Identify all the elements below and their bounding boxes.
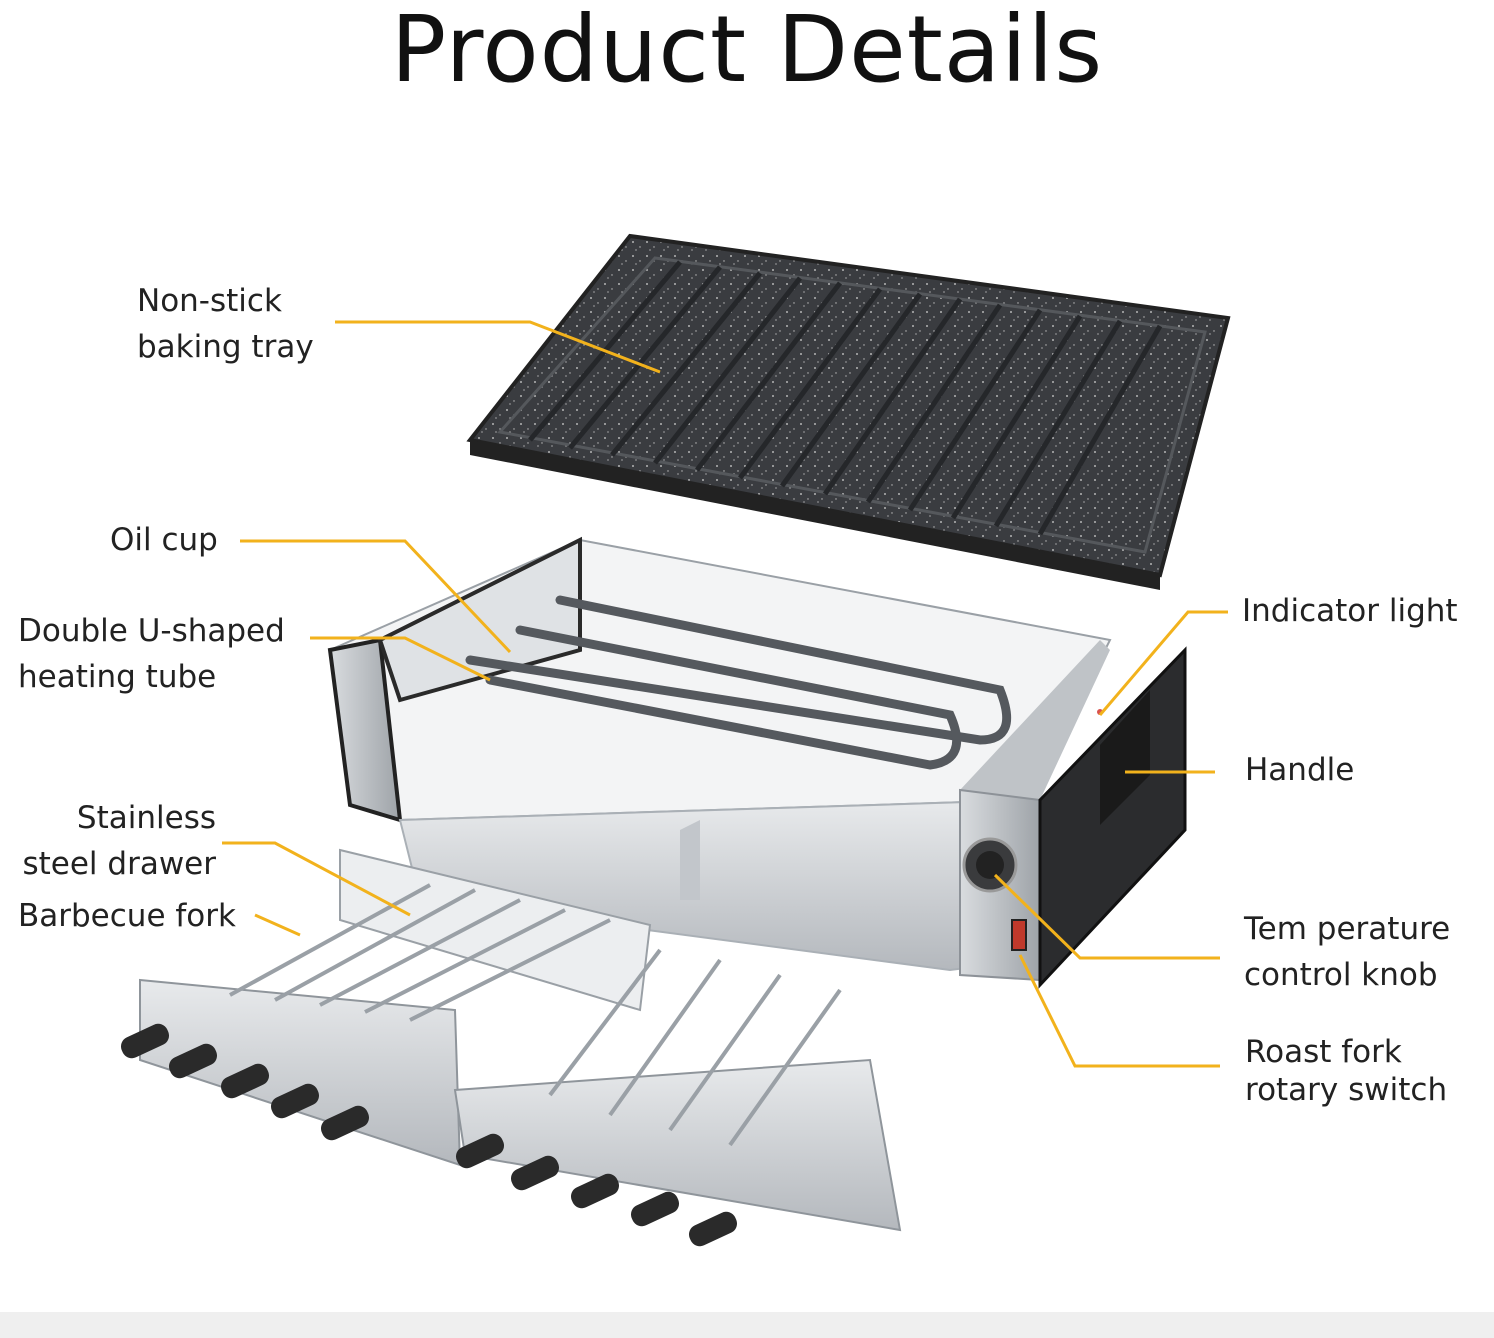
indicator-label: Indicator light	[1242, 588, 1458, 634]
drawer-label-line1: Stainless	[76, 800, 216, 836]
oil-cup-label: Oil cup	[110, 517, 218, 563]
baking-tray	[466, 233, 1231, 590]
fork-label-text: Barbecue fork	[18, 898, 236, 934]
tube-leader	[310, 636, 491, 682]
drawer-label: Stainless steel drawer	[16, 795, 216, 887]
tray-label-line1: Non-stick	[137, 283, 282, 319]
drawer-label-line2: steel drawer	[22, 846, 216, 882]
handle-label: Handle	[1245, 747, 1354, 793]
tube-label-line1: Double U-shaped	[18, 613, 285, 649]
knob-label: Tem perature control knob	[1244, 906, 1450, 998]
tray-label: Non-stick baking tray	[137, 278, 314, 370]
indicator-leader	[1098, 610, 1228, 716]
fork-label: Barbecue fork	[18, 893, 236, 939]
tray-leader	[335, 320, 661, 374]
switch-label: Roast fork rotary switch	[1245, 1033, 1447, 1109]
tube-label: Double U-shaped heating tube	[18, 608, 285, 700]
switch-label-line1: Roast fork	[1245, 1034, 1402, 1070]
oil-cup-label-text: Oil cup	[110, 522, 218, 558]
bottom-strip	[0, 1312, 1494, 1338]
switch-label-line2: rotary switch	[1245, 1072, 1448, 1108]
handle-label-text: Handle	[1245, 752, 1355, 788]
grill-body	[327, 536, 1187, 989]
knob-label-line2: control knob	[1244, 957, 1438, 993]
tray-label-line2: baking tray	[137, 329, 314, 365]
callout-lines	[222, 320, 1228, 1068]
knob-leader	[993, 873, 1220, 960]
knob-label-line1: Tem perature	[1244, 911, 1451, 947]
tube-label-line2: heating tube	[18, 659, 217, 695]
barbecue-forks	[120, 883, 902, 1247]
drawer-leader	[222, 841, 411, 917]
switch-leader	[1018, 954, 1220, 1068]
page-title: Product Details	[390, 0, 1104, 103]
indicator-label-text: Indicator light	[1242, 593, 1458, 629]
fork-leader	[254, 913, 301, 937]
oil-cup-leader	[240, 539, 512, 654]
